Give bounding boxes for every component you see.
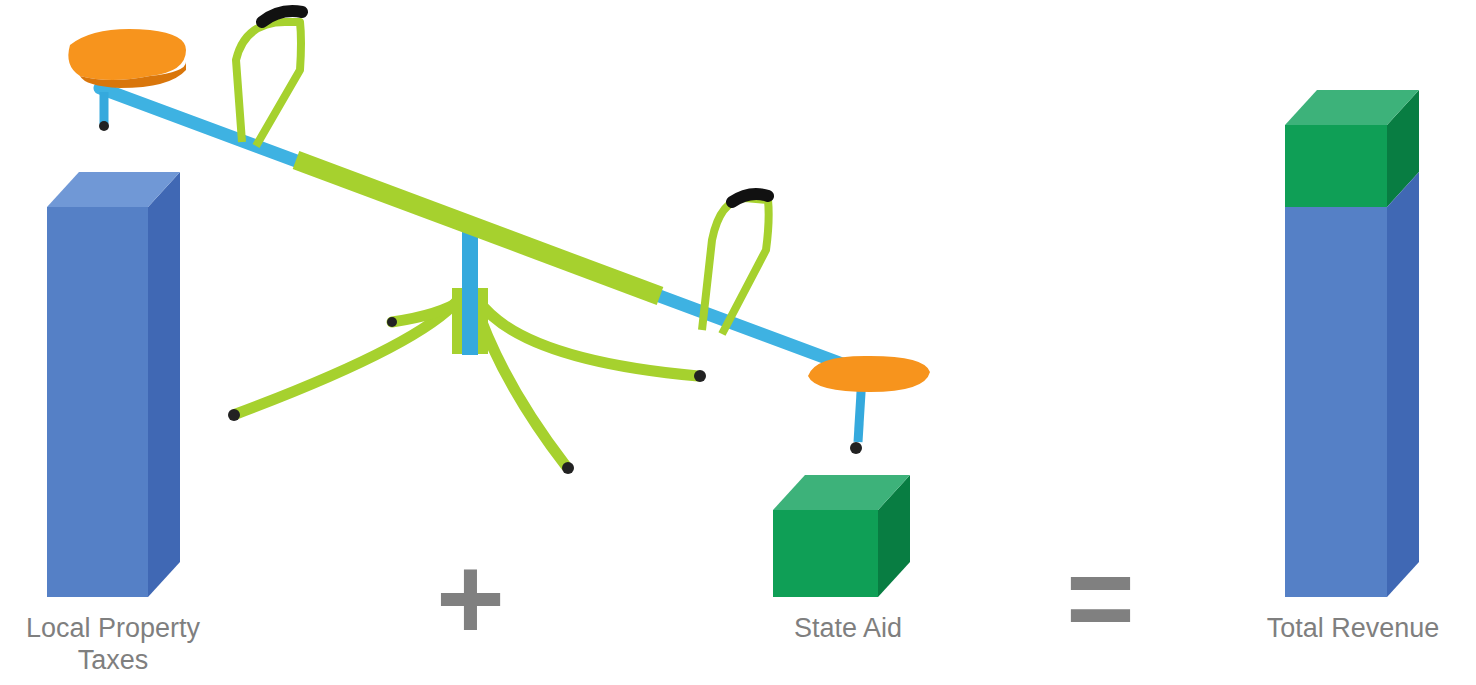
bar-3d: [0, 165, 226, 680]
bar-label: Local Property Taxes: [0, 612, 226, 676]
bar-node: Local Property Taxes: [0, 165, 226, 680]
bar-label: Total Revenue: [1240, 612, 1466, 644]
operator-sign: =: [1066, 539, 1135, 657]
bar-node: State Aid: [735, 475, 961, 680]
operator-sign: +: [436, 539, 505, 657]
bar-3d: [735, 475, 961, 680]
bar-label: State Aid: [735, 612, 961, 644]
bar-node: Total Revenue: [1240, 85, 1466, 680]
bar-3d: [1240, 85, 1466, 680]
